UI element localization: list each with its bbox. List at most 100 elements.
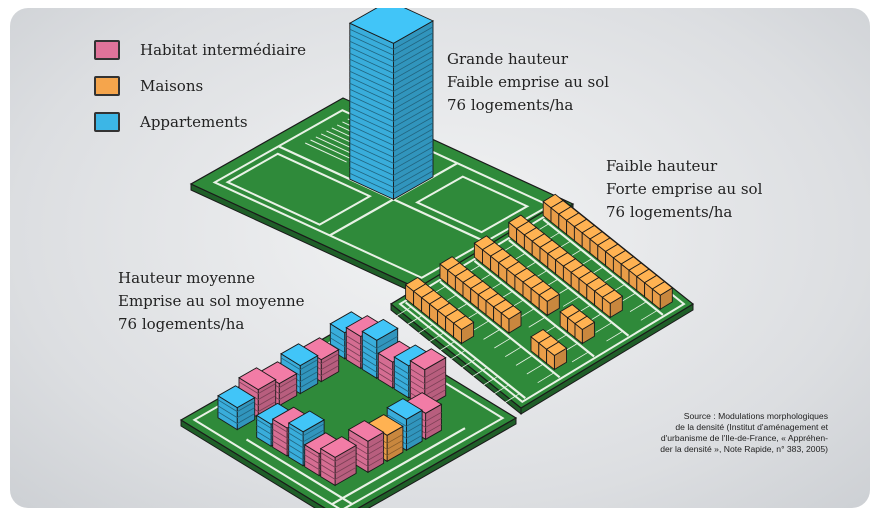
floor-line (349, 68, 434, 92)
floor-line (349, 164, 434, 188)
legend-item-maisons: Maisons (94, 74, 203, 98)
source-line: der la densité », Note Rapide, n° 383, 2… (660, 444, 828, 454)
face-top (271, 406, 309, 429)
face-top (255, 402, 293, 425)
caption-line: Forte emprise au sol (606, 180, 763, 198)
plot-divider (629, 301, 646, 312)
floor-line (320, 461, 357, 474)
face-top (259, 361, 298, 385)
floor-line (238, 381, 276, 395)
floor-line (349, 26, 434, 50)
floor-line (349, 86, 434, 110)
caption-line: Grande hauteur (447, 50, 569, 68)
plot-divider (416, 324, 433, 335)
plot-divider (515, 355, 532, 366)
floor-line (349, 92, 434, 116)
house-maison (500, 305, 522, 335)
floor-line (349, 110, 434, 134)
face-top (280, 343, 319, 367)
caption-line: Faible emprise au sol (447, 73, 610, 91)
plot-divider (571, 352, 588, 363)
plot-divider (481, 376, 498, 387)
legend-label-appartements: Appartements (140, 113, 248, 131)
face-top (238, 367, 277, 391)
road-line (245, 438, 353, 506)
face-top (345, 315, 383, 338)
floor-line (349, 74, 434, 98)
plot-divider (448, 350, 465, 361)
floor-line (349, 116, 434, 140)
face-top (347, 420, 385, 442)
floor-line (410, 365, 446, 379)
plot-divider (595, 322, 612, 333)
floor-line (362, 335, 398, 349)
caption-line: 76 logements/ha (606, 203, 733, 221)
urban-density-diagram (179, 8, 695, 508)
plot-divider (492, 385, 509, 396)
floor-line (349, 98, 434, 122)
source-line: d'urbanisme de l'Ile-de-France, « Appréh… (660, 433, 828, 443)
building-layer (217, 8, 674, 487)
plot-divider (537, 372, 554, 384)
legend-item-habitat: Habitat intermédiaire (94, 38, 306, 62)
plot-divider (472, 320, 489, 332)
house-maison (574, 315, 596, 345)
floor-line (348, 436, 384, 449)
legend-swatch-maisons (94, 76, 120, 96)
floor-line (320, 449, 357, 462)
floor-line (349, 128, 434, 152)
caption-hauteur-moyenne: Hauteur moyenne Emprise au sol moyenne 7… (118, 267, 305, 336)
plot-divider (394, 307, 411, 318)
plot-divider (562, 296, 579, 307)
face-top (303, 432, 341, 455)
road-line (439, 280, 561, 379)
road-outline (212, 109, 552, 279)
road-line (473, 259, 595, 358)
legend-swatch-appartements (94, 112, 120, 132)
face-top (405, 392, 443, 414)
floor-line (349, 122, 434, 146)
floor-line (349, 44, 434, 68)
plot-divider (526, 364, 543, 375)
floor-line (410, 371, 446, 385)
plot-divider (640, 310, 657, 321)
road-outline (415, 175, 530, 234)
floor-line (349, 38, 434, 62)
face-top (574, 315, 596, 331)
floor-line (217, 405, 255, 419)
plot-divider (494, 338, 511, 349)
floor-line (320, 455, 357, 468)
illustration-panel: Habitat intermédiaire Maisons Appartemen… (10, 8, 870, 508)
legend-label-habitat: Habitat intermédiaire (140, 41, 307, 59)
floor-line (386, 414, 423, 427)
floor-line (320, 467, 357, 480)
parking-line (310, 139, 353, 160)
floor-line (349, 170, 434, 194)
face-top (386, 398, 423, 420)
face-top (500, 305, 522, 320)
legend-label-maisons: Maisons (140, 77, 204, 95)
house-maison (545, 341, 568, 371)
face-top (319, 436, 357, 458)
floor-line (288, 423, 325, 437)
face-top (538, 287, 561, 302)
face-top (348, 8, 434, 44)
caption-line: Hauteur moyenne (118, 269, 255, 287)
floor-line (217, 411, 255, 425)
plot-divider (438, 341, 454, 352)
floor-line (288, 429, 325, 443)
source-note: Source : Modulations morphologiques de l… (570, 411, 828, 455)
source-line: de la densité (Institut d'aménagement et (675, 422, 828, 432)
floor-line (349, 56, 434, 80)
road-line (404, 301, 526, 399)
floor-line (349, 146, 434, 170)
floor-line (349, 62, 434, 86)
floor-line (349, 152, 434, 176)
floor-line (410, 377, 446, 391)
road-line (508, 239, 630, 337)
caption-grande-hauteur: Grande hauteur Faible emprise au sol 76 … (447, 48, 609, 117)
caption-line: 76 logements/ha (447, 96, 574, 114)
plot-divider (459, 359, 476, 370)
face-top (301, 337, 340, 361)
